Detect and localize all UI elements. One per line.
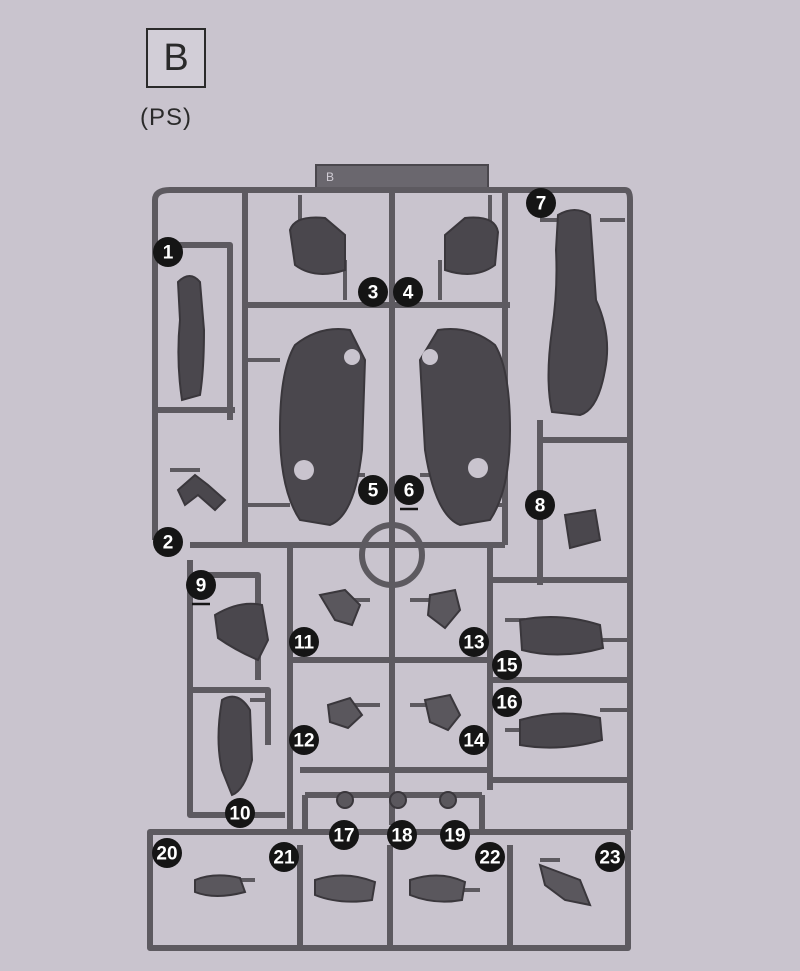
callout-number: 19 <box>444 826 465 847</box>
callout-badge <box>475 842 505 872</box>
callout-number: 12 <box>293 731 314 752</box>
callout-4: 4 <box>393 277 423 307</box>
sprue-tab-letter: B <box>326 170 334 184</box>
callout-badge <box>152 838 182 868</box>
sprue-tab <box>315 164 489 190</box>
callout-number: 7 <box>536 194 547 215</box>
part-14 <box>423 693 462 732</box>
callout-badge <box>459 627 489 657</box>
callout-badge <box>358 475 388 505</box>
callout-badge <box>225 798 255 828</box>
callout-number: 15 <box>496 656 518 677</box>
runner-letter-box: B <box>146 28 206 88</box>
part-20 <box>194 874 247 897</box>
callout-badge <box>358 277 388 307</box>
callout-15: 15 <box>492 650 522 680</box>
callout-23: 23 <box>595 842 625 872</box>
callout-badge <box>153 527 183 557</box>
part-16 <box>519 712 604 749</box>
material-label: (PS) <box>140 104 192 131</box>
callout-1: 1 <box>153 237 183 267</box>
part-23 <box>538 863 592 907</box>
part-19 <box>439 791 457 809</box>
callout-number: 2 <box>163 533 174 554</box>
callout-14: 14 <box>459 725 489 755</box>
part-21 <box>314 874 377 903</box>
callout-number: 5 <box>368 481 379 502</box>
callout-22: 22 <box>475 842 505 872</box>
part-17 <box>336 791 354 809</box>
callout-8: 8 <box>525 490 555 520</box>
callout-3: 3 <box>358 277 388 307</box>
callout-21: 21 <box>269 842 299 872</box>
callout-badge <box>329 820 359 850</box>
callout-19: 19 <box>440 820 470 850</box>
callout-number: 22 <box>479 848 500 869</box>
callout-badge <box>289 627 319 657</box>
callout-badge <box>394 475 424 505</box>
callout-badge <box>186 570 216 600</box>
callout-6: 6 <box>394 475 424 511</box>
part-13 <box>426 588 462 630</box>
callout-number: 18 <box>391 826 412 847</box>
callout-13: 13 <box>459 627 489 657</box>
part-6 <box>418 328 512 527</box>
callout-10: 10 <box>225 798 255 828</box>
callout-18: 18 <box>387 820 417 850</box>
callout-number: 23 <box>599 848 620 869</box>
part-22 <box>409 874 467 903</box>
callout-number: 4 <box>403 283 414 304</box>
callout-badge <box>492 687 522 717</box>
callout-number: 14 <box>463 731 485 752</box>
callout-badge <box>269 842 299 872</box>
part-5 <box>444 216 500 275</box>
callout-9: 9 <box>186 570 216 606</box>
callout-17: 17 <box>329 820 359 850</box>
callout-11: 11 <box>289 627 319 657</box>
callout-badge <box>393 277 423 307</box>
callout-number: 9 <box>196 576 207 597</box>
callout-2: 2 <box>153 527 183 557</box>
part-9 <box>213 602 270 662</box>
callout-badge <box>492 650 522 680</box>
callout-badge <box>525 490 555 520</box>
callout-16: 16 <box>492 687 522 717</box>
part-15 <box>518 615 605 656</box>
callout-number: 6 <box>404 481 415 502</box>
part-12 <box>326 696 364 730</box>
callout-5: 5 <box>358 475 388 505</box>
callout-badge <box>526 188 556 218</box>
callout-badge <box>289 725 319 755</box>
callout-number: 3 <box>368 283 379 304</box>
callout-12: 12 <box>289 725 319 755</box>
callout-badge <box>387 820 417 850</box>
callout-number: 10 <box>229 804 250 825</box>
part-2 <box>176 473 227 512</box>
callout-number: 17 <box>333 826 354 847</box>
callout-number: 13 <box>463 633 484 654</box>
part-8 <box>563 508 602 550</box>
callout-badge <box>440 820 470 850</box>
callout-badge <box>595 842 625 872</box>
callout-20: 20 <box>152 838 182 868</box>
part-7 <box>547 209 609 417</box>
callout-number: 11 <box>294 633 315 654</box>
part-18 <box>389 791 407 809</box>
callout-number: 21 <box>273 848 295 869</box>
part-3 <box>288 216 346 275</box>
callout-badge <box>153 237 183 267</box>
part-1 <box>176 275 206 402</box>
callout-number: 8 <box>535 496 546 517</box>
runner-letter: B <box>163 36 189 79</box>
part-10 <box>217 695 254 797</box>
callout-number: 20 <box>156 844 177 865</box>
callout-number: 1 <box>163 243 174 264</box>
callout-badge <box>459 725 489 755</box>
sprue-parts <box>176 209 609 907</box>
part-11 <box>318 588 362 627</box>
callout-7: 7 <box>526 188 556 218</box>
callout-number: 16 <box>496 693 517 714</box>
